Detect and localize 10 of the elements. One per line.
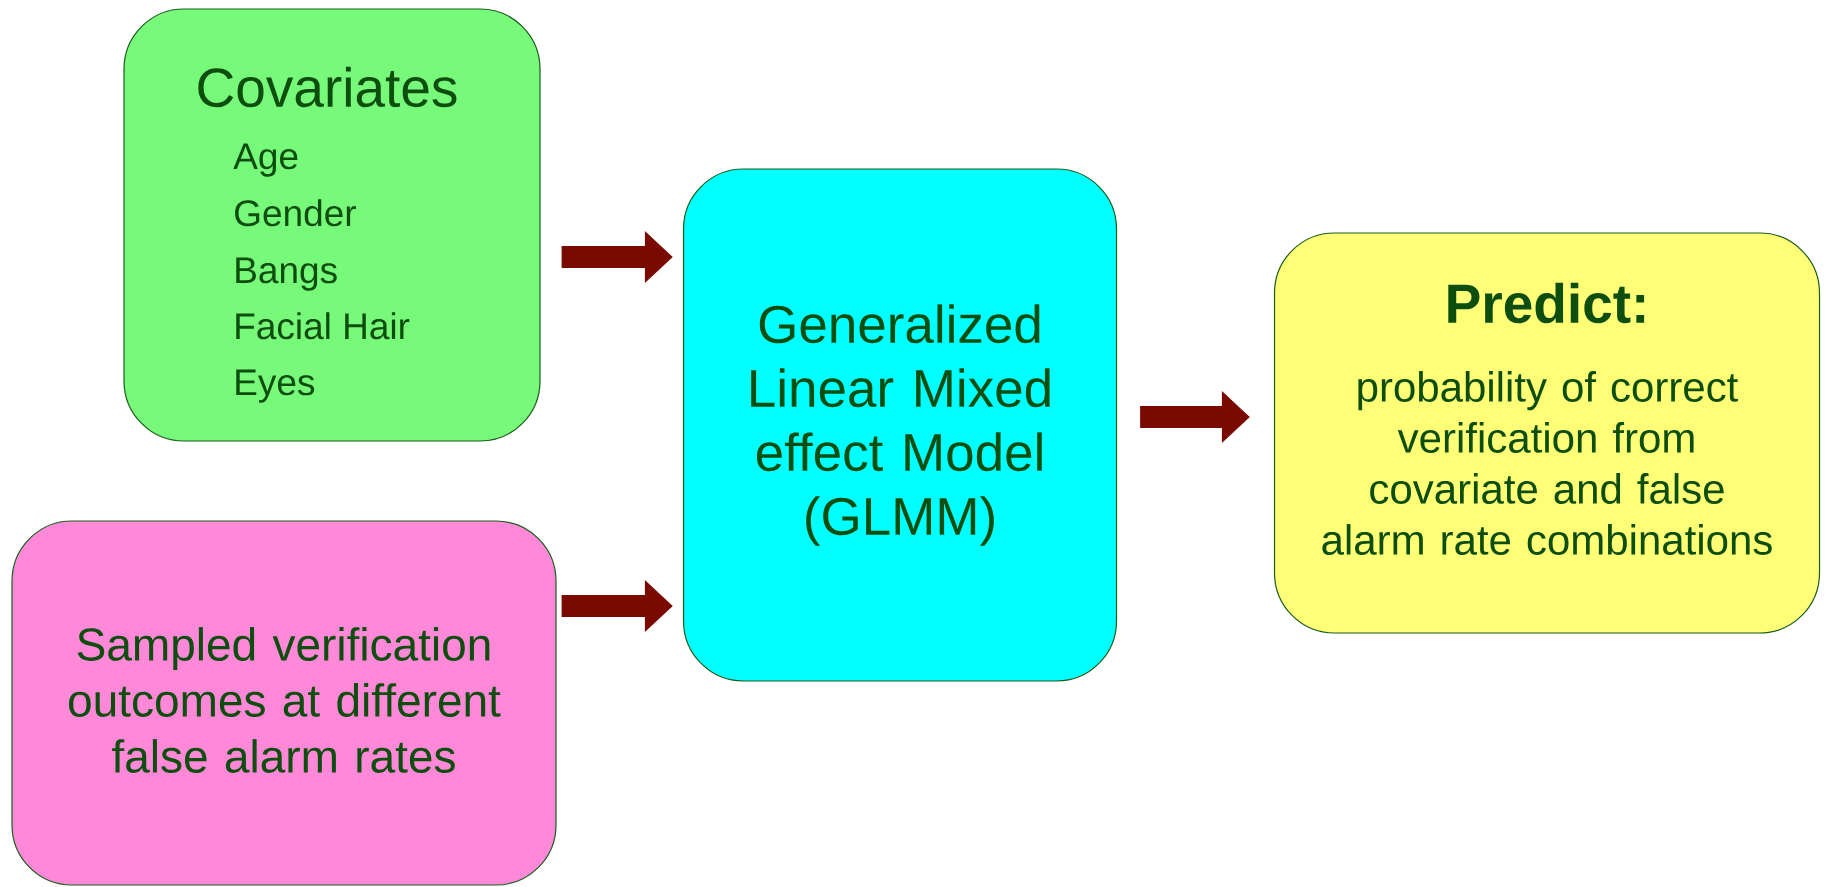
list-item: Gender	[235, 199, 356, 227]
box-text: probability of correct verification from covariate and false alarm rate combinations	[1322, 371, 1772, 555]
list-item: Facial Hair	[236, 312, 410, 340]
list-item: Age	[233, 143, 298, 177]
list-item: Eyes	[236, 369, 315, 403]
box-text: Generalized Linear Mixed effect Model (GLMM)	[751, 304, 1050, 546]
list-item: Bangs	[236, 257, 337, 291]
heading: Covariates	[198, 66, 457, 108]
heading: Predict:	[1448, 282, 1645, 324]
box-text: Sampled verification outcomes at different false alarm rates	[69, 627, 501, 773]
